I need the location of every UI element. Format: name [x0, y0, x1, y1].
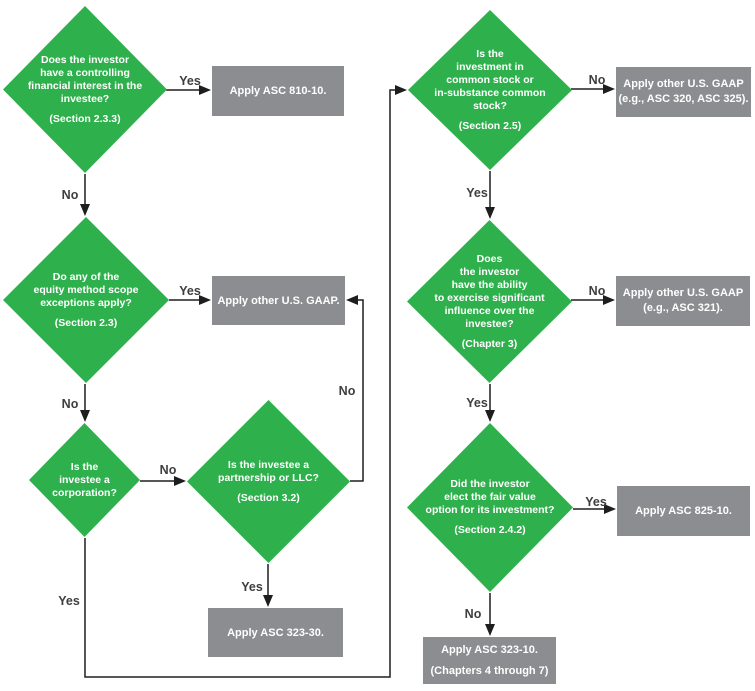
- connector-d3-yes-to-d5: [84, 85, 407, 678]
- decision-section-ref: (Chapter 3): [461, 337, 518, 350]
- decision-section-ref: (Section 2.3): [54, 316, 118, 329]
- outcome-apply-asc-323-10: Apply ASC 323-10. (Chapters 4 through 7): [423, 637, 556, 684]
- outcome-apply-asc-810-10: Apply ASC 810-10.: [212, 66, 344, 116]
- connector-d4-no-to-othergaap: [346, 295, 364, 482]
- edge-label-no: No: [61, 397, 79, 411]
- edge-label-no: No: [338, 384, 356, 398]
- decision-question: Is the investment in common stock or in-…: [434, 47, 546, 112]
- edge-label-yes: Yes: [179, 284, 201, 298]
- edge-label-no: No: [588, 284, 606, 298]
- outcome-apply-asc-323-30: Apply ASC 323-30.: [208, 608, 343, 657]
- edge-label-no: No: [159, 463, 177, 477]
- edge-label-yes: Yes: [58, 594, 80, 608]
- decision-question: Is the investee a corporation?: [52, 460, 117, 499]
- decision-question: Is the investee a partnership or LLC?: [218, 458, 319, 484]
- decision-section-ref: (Section 3.2): [237, 491, 300, 504]
- edge-label-no: No: [588, 73, 606, 87]
- outcome-apply-asc-825-10: Apply ASC 825-10.: [617, 486, 750, 536]
- edge-label-yes: Yes: [179, 74, 201, 88]
- edge-label-no: No: [464, 607, 482, 621]
- edge-label-yes: Yes: [585, 495, 607, 509]
- decision-question: Do any of the equity method scope except…: [33, 270, 139, 309]
- outcome-apply-other-us-gaap-321: Apply other U.S. GAAP (e.g., ASC 321).: [616, 276, 750, 326]
- edge-label-yes: Yes: [466, 396, 488, 410]
- edge-label-yes: Yes: [466, 186, 488, 200]
- edge-label-yes: Yes: [241, 580, 263, 594]
- decision-question: Did the investor elect the fair value op…: [425, 478, 555, 516]
- decision-section-ref: (Section 2.3.3): [49, 112, 121, 125]
- decision-section-ref: (Section 2.4.2): [454, 524, 526, 536]
- decision-question: Does the investor have the ability to ex…: [434, 252, 545, 330]
- edge-label-no: No: [61, 188, 79, 202]
- outcome-apply-other-us-gaap: Apply other U.S. GAAP.: [212, 276, 345, 325]
- decision-section-ref: (Section 2.5): [458, 119, 522, 132]
- outcome-apply-other-us-gaap-320-325: Apply other U.S. GAAP (e.g., ASC 320, AS…: [616, 67, 751, 117]
- decision-question: Does the investor have a controlling fin…: [27, 53, 143, 105]
